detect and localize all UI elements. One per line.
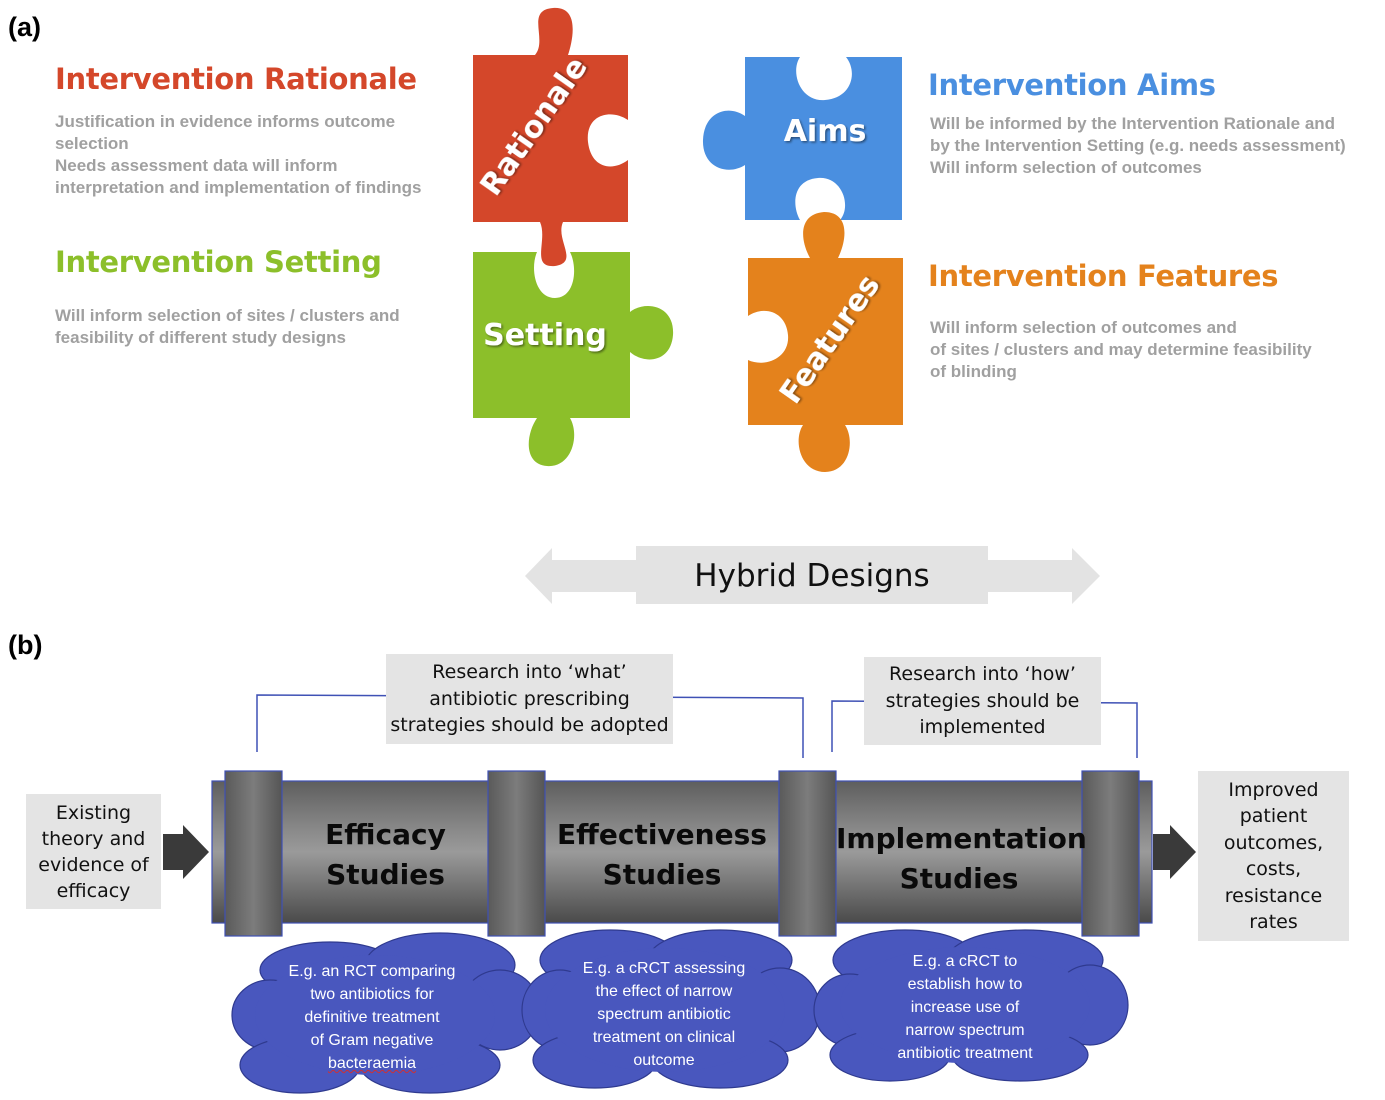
hybrid-designs-arrow: Hybrid Designs (525, 546, 1100, 604)
implementation-example-text: E.g. a cRCT to establish how to increase… (897, 953, 1033, 1062)
hybrid-designs-label: Hybrid Designs (694, 558, 929, 594)
efficacy-studies-label: Efficacy Studies (325, 818, 446, 891)
aims-description: Will be informed by the Intervention Rat… (930, 114, 1346, 177)
pipe-collar (224, 770, 283, 937)
rationale-heading: Intervention Rationale (55, 62, 417, 96)
aims-piece-label: Aims (784, 114, 867, 149)
efficacy-example-text: E.g. an RCT comparing two antibiotics fo… (288, 963, 456, 1072)
features-puzzle-piece (748, 212, 903, 472)
efficacy-cloud (231, 932, 541, 1094)
pipe-collar (1081, 770, 1140, 937)
pipe-collar (487, 770, 546, 937)
pipe-collar (778, 770, 837, 937)
pipeline-graphic (163, 770, 1196, 937)
features-heading: Intervention Features (928, 259, 1279, 293)
output-arrow (1153, 825, 1196, 879)
rationale-description: Justification in evidence informs outcom… (55, 112, 422, 197)
hybrid-designs-label-box (636, 546, 988, 604)
setting-puzzle-piece (473, 252, 674, 467)
implementation-studies-label: Implementation Studies (836, 822, 1087, 895)
panel-label-a: (a) (8, 12, 41, 42)
example-clouds (231, 929, 1129, 1094)
improved-outcomes-box: Improved patient outcomes, costs, resist… (1198, 771, 1349, 941)
pipe-body (211, 780, 1153, 924)
aims-heading: Intervention Aims (928, 68, 1216, 102)
research-brackets (256, 694, 1138, 758)
research-how-box: Research into ‘how’ strategies should be… (864, 657, 1101, 745)
implementation-cloud (813, 929, 1129, 1082)
aims-puzzle-piece (702, 57, 902, 220)
effectiveness-studies-label: Effectiveness Studies (557, 818, 767, 891)
panel-label-b: (b) (8, 630, 43, 660)
research-what-box: Research into ‘what’ antibiotic prescrib… (386, 654, 673, 744)
setting-piece-label: Setting (483, 318, 607, 353)
setting-heading: Intervention Setting (55, 245, 382, 279)
features-description: Will inform selection of outcomes and of… (930, 318, 1312, 381)
effectiveness-cloud (521, 929, 821, 1089)
effectiveness-example-text: E.g. a cRCT assessing the effect of narr… (582, 960, 746, 1069)
puzzle-graphic: Rationale Aims Setting Features (473, 7, 903, 472)
existing-evidence-box: Existing theory and evidence of efficacy (26, 794, 161, 909)
setting-description: Will inform selection of sites / cluster… (55, 306, 400, 347)
input-arrow (163, 825, 209, 879)
rationale-puzzle-piece (473, 7, 628, 267)
